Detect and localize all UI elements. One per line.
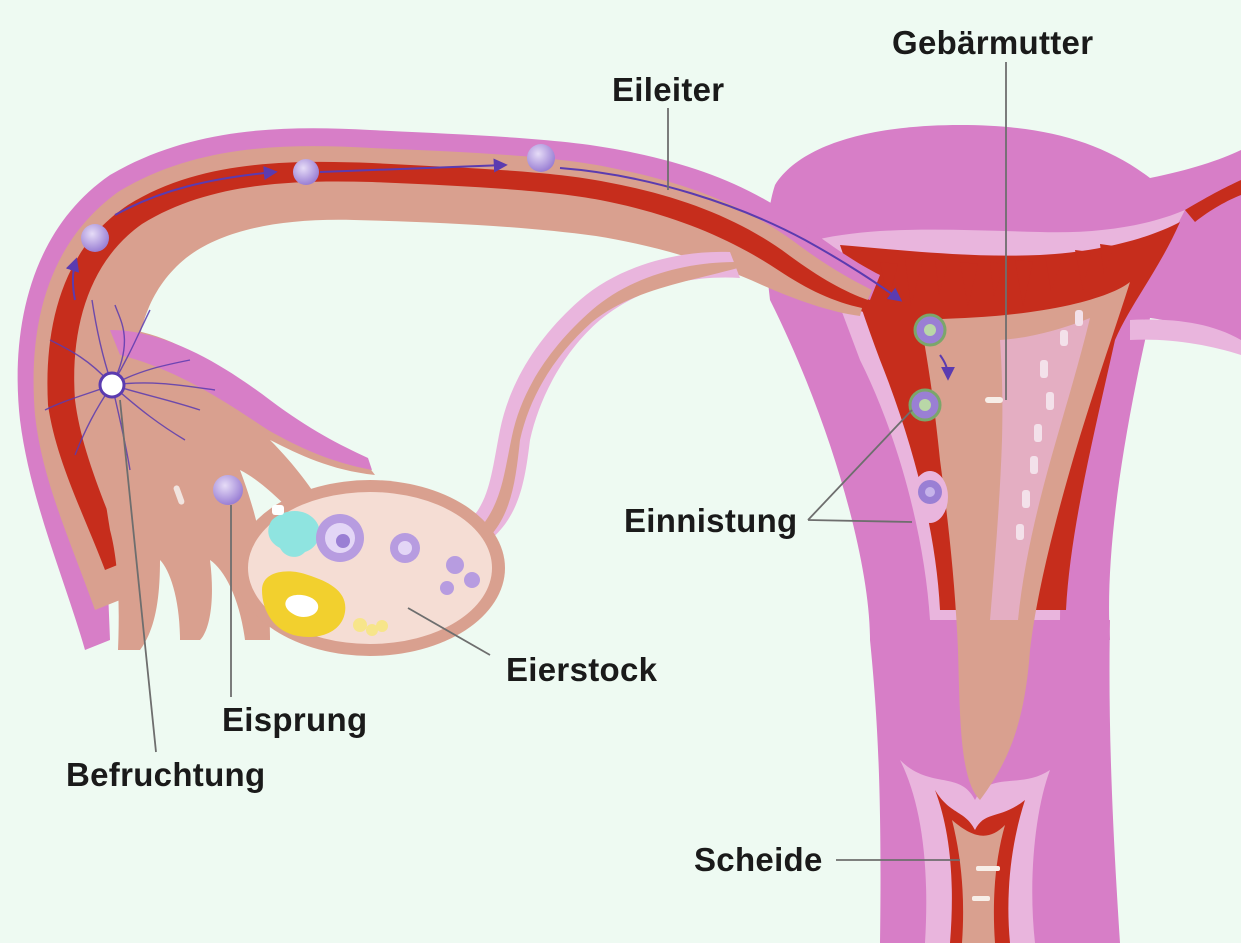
egg-cell [81,224,109,252]
corpus-albicans [353,618,367,632]
embryo-implanted [912,471,948,523]
label-uterus: Gebärmutter [892,26,1093,59]
embryo [915,315,945,345]
label-fertilization: Befruchtung [66,758,265,791]
egg-cell-ovulated [213,475,243,505]
embryo [910,390,940,420]
vagina-mark [976,866,1000,871]
vagina-mark [972,896,990,901]
follicle-rupture [272,505,284,515]
egg-cell [293,159,319,185]
label-implantation: Einnistung [624,504,797,537]
label-fallopian-tube: Eileiter [612,73,724,106]
corpus-albicans [376,620,388,632]
label-ovulation: Eisprung [222,703,367,736]
cavity-mark [985,397,1003,403]
follicle-small [446,556,464,574]
follicle-small [440,581,454,595]
label-vagina: Scheide [694,843,823,876]
ovary [235,480,505,656]
follicle [398,541,412,555]
follicle-small [464,572,480,588]
label-ovary: Eierstock [506,653,657,686]
fertilization-burst [100,373,124,397]
egg-cell [527,144,555,172]
follicle-mature-egg [336,534,350,548]
